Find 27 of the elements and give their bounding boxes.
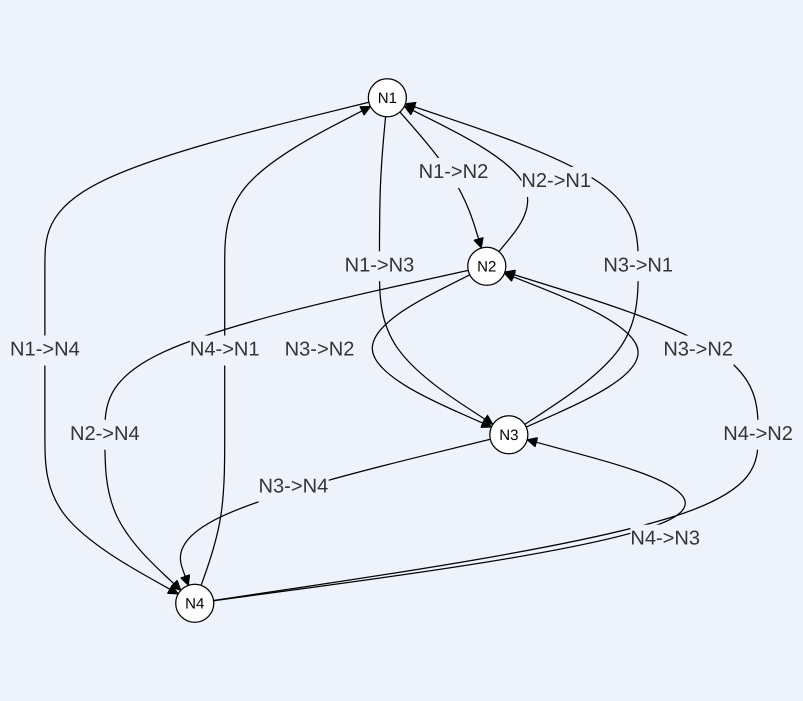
edge-label: N4->N1 (190, 339, 260, 361)
edge-label: N2->N4 (70, 423, 140, 445)
arrow (200, 106, 371, 586)
node-circle: N4 (175, 584, 214, 623)
edge-label: N2->N1 (521, 170, 592, 192)
arrow (504, 272, 639, 428)
edge-label: N3->N2 (663, 339, 734, 361)
arrow (180, 438, 490, 586)
node-circle: N1 (368, 78, 408, 118)
node-circle: N3 (489, 415, 528, 454)
node-circle: N2 (467, 246, 506, 286)
edge-label: N4->N3 (630, 528, 700, 550)
arrow (378, 116, 494, 425)
edge-label: N1->N2 (418, 162, 488, 183)
arrow (214, 437, 686, 602)
arrow (213, 270, 759, 602)
edge-label: N3->N2 (284, 339, 354, 361)
arrow (404, 102, 639, 425)
arrow (372, 274, 492, 428)
arrow (44, 102, 370, 594)
edge-label: N4->N2 (723, 423, 793, 445)
arrow (404, 106, 528, 252)
edge-label: N1->N4 (10, 339, 80, 361)
edge-label: N1->N3 (344, 254, 414, 276)
edge-label: N3->N4 (258, 476, 328, 498)
edge-label: N3->N1 (603, 254, 674, 276)
arrow (104, 270, 468, 591)
